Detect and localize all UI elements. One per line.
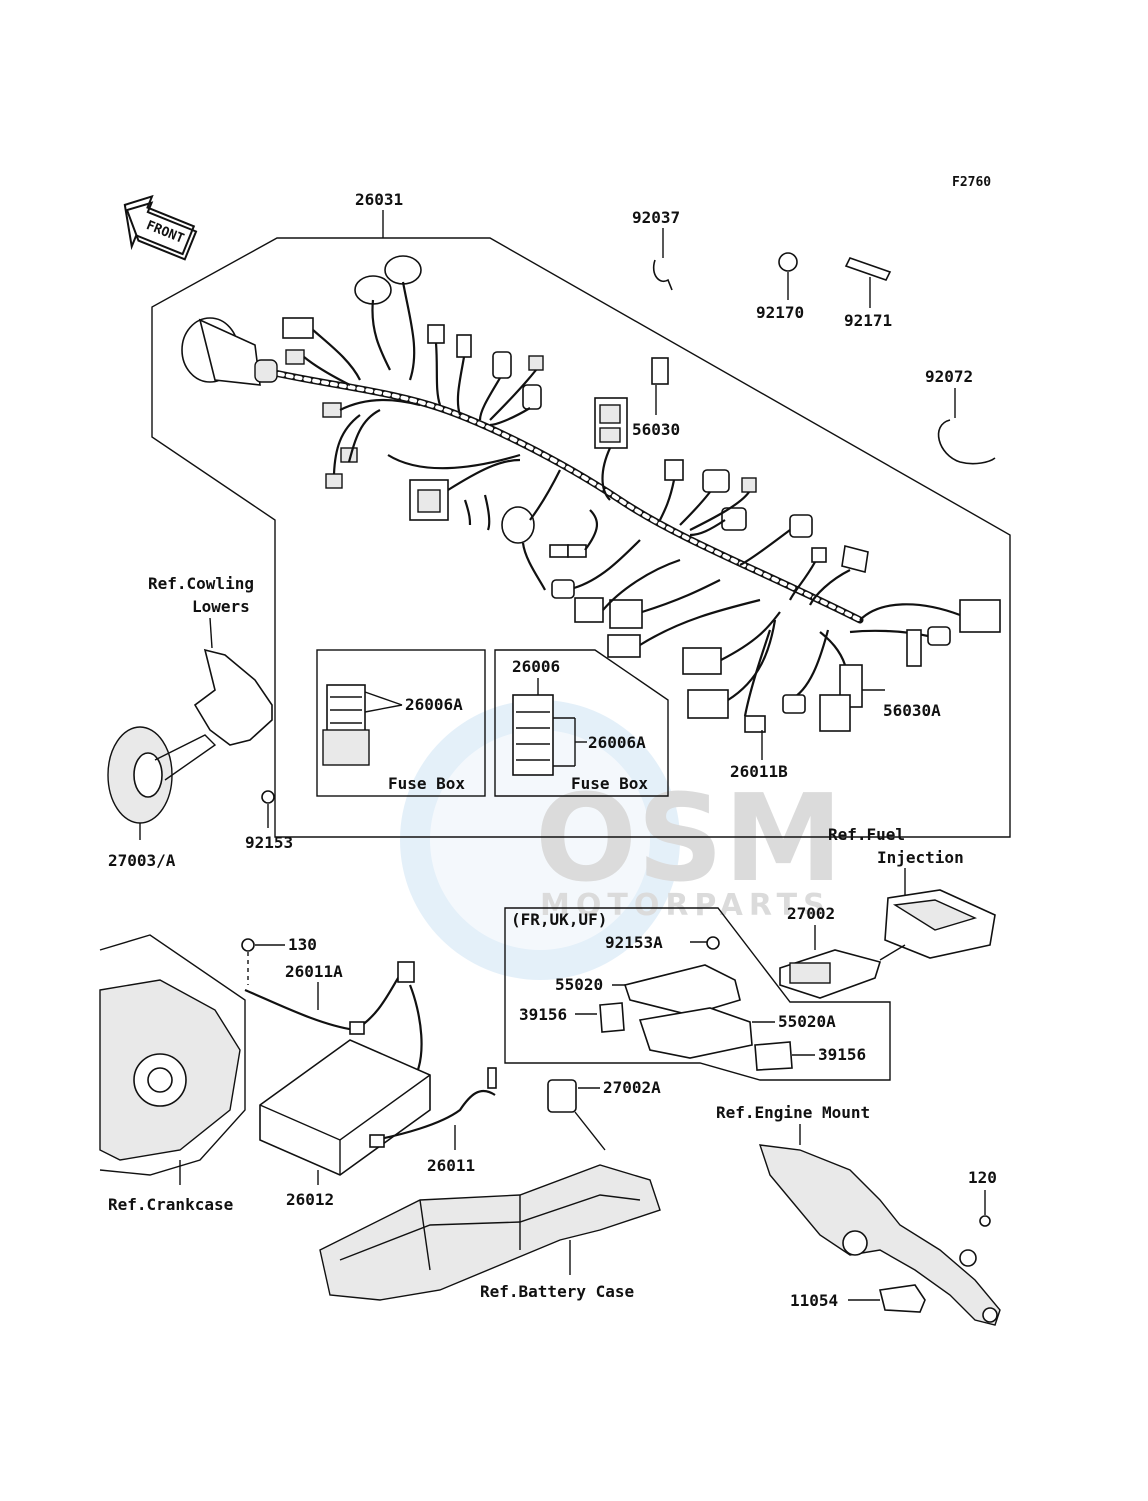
ref-engine-mount: Ref.Engine Mount	[716, 1103, 870, 1122]
label-27002a: 27002A	[603, 1078, 661, 1097]
label-26031: 26031	[355, 190, 403, 209]
label-92153: 92153	[245, 833, 293, 852]
front-arrow-icon: FRONT	[123, 194, 198, 261]
bolt-130-icon	[241, 938, 255, 952]
label-56030: 56030	[632, 420, 680, 439]
label-26011a: 26011A	[285, 962, 343, 981]
label-92153a: 92153A	[605, 933, 663, 952]
label-39156-left: 39156	[519, 1005, 567, 1024]
ref-battery-case: Ref.Battery Case	[480, 1282, 634, 1301]
fuse-box-left-frame	[316, 649, 486, 797]
label-26006: 26006	[512, 657, 560, 676]
figure-code: F2760	[952, 175, 991, 190]
fuse-box-right-frame	[494, 649, 669, 797]
band-92171-icon	[844, 257, 892, 281]
region-note: (FR,UK,UF)	[511, 910, 607, 929]
label-27003a: 27003/A	[108, 851, 176, 870]
ref-cowling-line1: Ref.Cowling	[148, 574, 254, 593]
pad-39156-right-icon	[754, 1041, 793, 1071]
label-56030a: 56030A	[883, 701, 941, 720]
label-26011b: 26011B	[730, 762, 788, 781]
crankcase-outline	[99, 934, 246, 1176]
battery-cable-26011	[374, 1089, 496, 1142]
ref-fuel-line1: Ref.Fuel	[828, 825, 905, 844]
ref-fuel-line2: Injection	[877, 848, 964, 867]
harness-enclosure	[151, 237, 1011, 838]
bolt-120-icon	[979, 1215, 991, 1227]
label-39156-right: 39156	[818, 1045, 866, 1064]
label-130: 130	[288, 935, 317, 954]
bracket-55020a-icon	[638, 1007, 753, 1059]
battery-26012-icon	[259, 1039, 431, 1176]
main-wire-harness	[181, 255, 1001, 733]
label-26006a-right: 26006A	[588, 733, 646, 752]
label-11054: 11054	[790, 1291, 838, 1310]
clamp-92037-icon	[652, 259, 673, 291]
label-27002: 27002	[787, 904, 835, 923]
pad-39156-left-icon	[599, 1002, 625, 1033]
label-26012: 26012	[286, 1190, 334, 1209]
watermark-brand: OSM	[535, 770, 843, 909]
bracket-55020-icon	[623, 964, 741, 1016]
ref-cowling-line2: Lowers	[192, 597, 250, 616]
regional-parts-frame	[504, 907, 891, 1081]
fuse-box-right-caption: Fuse Box	[571, 774, 648, 793]
label-26006a-left: 26006A	[405, 695, 463, 714]
band-92072-icon	[937, 419, 996, 465]
bolt-92153-icon	[261, 790, 275, 804]
bracket-11054-icon	[879, 1284, 926, 1313]
fuse-box-left-caption: Fuse Box	[388, 774, 465, 793]
label-26011: 26011	[427, 1156, 475, 1175]
ground-cable-26011a	[244, 974, 401, 1032]
engine-mount-icon	[758, 1144, 1001, 1326]
label-55020a: 55020A	[778, 1012, 836, 1031]
relay-27002a-icon	[547, 1079, 577, 1113]
clamp-92170-icon	[778, 252, 798, 272]
fuse-box-right-icon	[512, 694, 554, 776]
ref-crankcase: Ref.Crankcase	[108, 1195, 233, 1214]
label-55020: 55020	[555, 975, 603, 994]
label-92072: 92072	[925, 367, 973, 386]
watermark-sub: MOTORPARTS	[540, 888, 831, 923]
cowling-bracket-icon	[193, 648, 273, 746]
label-120: 120	[968, 1168, 997, 1187]
label-92171: 92171	[844, 311, 892, 330]
label-92037: 92037	[632, 208, 680, 227]
bolt-92153a-icon	[706, 936, 720, 950]
battery-case-icon	[319, 1164, 661, 1301]
label-92170: 92170	[756, 303, 804, 322]
